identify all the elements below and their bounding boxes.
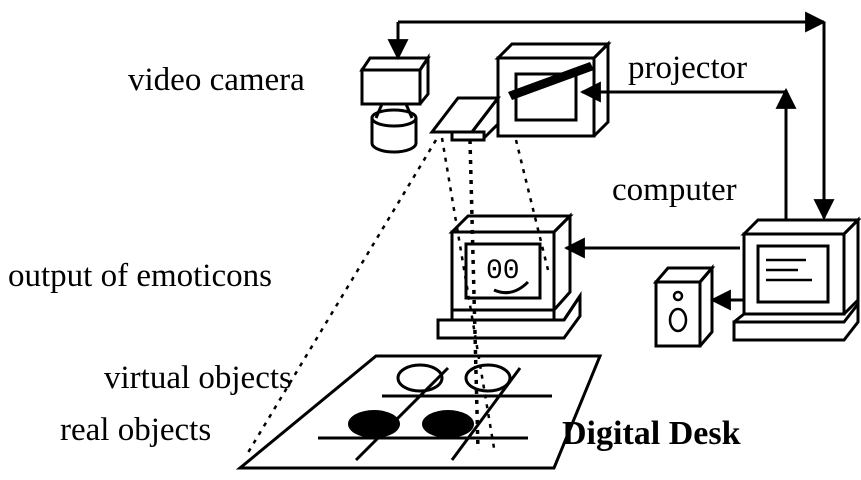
- label-virtual-objects: virtual objects: [104, 360, 292, 396]
- computer: [732, 216, 861, 342]
- projector-computer-connector: [579, 81, 797, 220]
- emoticon-eyes: 00: [486, 256, 520, 287]
- projector: [428, 40, 612, 142]
- label-real-objects: real objects: [60, 412, 211, 448]
- label-video-camera: video camera: [128, 62, 305, 98]
- label-output: output of emoticons: [8, 258, 272, 294]
- digital-desk: [235, 354, 603, 470]
- video-camera: [359, 53, 431, 154]
- camera-computer-connector: [387, 11, 835, 221]
- speaker: [652, 263, 716, 348]
- label-digital-desk: Digital Desk: [562, 415, 741, 452]
- label-projector: projector: [628, 50, 747, 86]
- label-computer: computer: [612, 172, 737, 208]
- emoticon-monitor: 00: [436, 212, 582, 340]
